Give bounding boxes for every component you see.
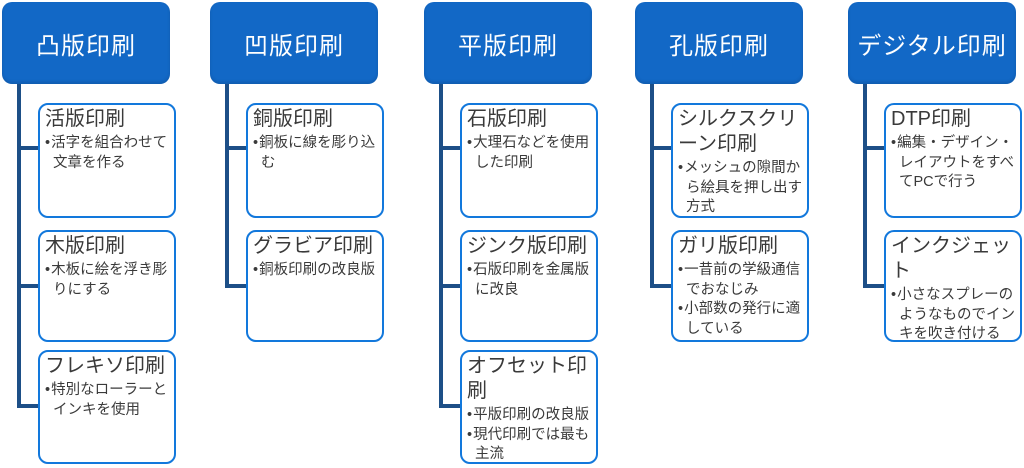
category-column: 凸版印刷活版印刷活字を組合わせて文章を作る木版印刷木板に絵を浮き彫りにするフレキ… [2,0,178,468]
connector-trunk-line [439,84,443,408]
bullet-item: 石版印刷を金属版に改良 [467,261,592,300]
method-bullet-list: 編集・デザイン・レイアウトをすべてPCで行う [891,134,1016,193]
method-title: 活版印刷 [45,108,125,130]
method-box: 活版印刷活字を組合わせて文章を作る [38,103,176,218]
method-title: ジンク版印刷 [467,235,587,257]
category-header: 孔版印刷 [635,2,803,84]
category-header: 凹版印刷 [210,2,378,84]
method-box: ジンク版印刷石版印刷を金属版に改良 [460,230,598,342]
method-title: フレキソ印刷 [45,355,165,377]
method-bullet-list: メッシュの隙間から絵具を押し出す方式 [678,159,803,216]
method-bullet-list: 活字を組合わせて文章を作る [45,134,170,173]
method-title: ガリ版印刷 [678,235,778,257]
method-box: DTP印刷編集・デザイン・レイアウトをすべてPCで行う [884,103,1022,218]
method-box: フレキソ印刷特別なローラーとインキを使用 [38,350,176,464]
bullet-item: 小部数の発行に適している [678,300,803,339]
connector-trunk-line [225,84,229,288]
connector-elbow-line [863,146,886,150]
connector-trunk-line [863,84,867,288]
method-box: グラビア印刷銅板印刷の改良版 [246,230,384,342]
connector-elbow-line [439,146,462,150]
bullet-item: 銅板に線を彫り込む [253,134,378,173]
category-header: 凸版印刷 [2,2,170,84]
method-bullet-list: 銅板印刷の改良版 [253,261,378,281]
bullet-item: メッシュの隙間から絵具を押し出す方式 [678,159,803,216]
method-box: インクジェット小さなスプレーのようなものでインキを吹き付ける [884,230,1022,342]
method-bullet-list: 特別なローラーとインキを使用 [45,381,170,420]
category-column: 平版印刷石版印刷大理石などを使用した印刷ジンク版印刷石版印刷を金属版に改良オフセ… [424,0,600,468]
method-title: グラビア印刷 [253,235,373,257]
bullet-item: 小さなスプレーのようなものでインキを吹き付ける [891,286,1016,340]
method-bullet-list: 小さなスプレーのようなものでインキを吹き付ける [891,286,1016,340]
method-title: 木版印刷 [45,235,125,257]
category-header: デジタル印刷 [848,2,1016,84]
connector-elbow-line [225,284,248,288]
method-bullet-list: 大理石などを使用した印刷 [467,134,592,173]
connector-elbow-line [17,284,40,288]
connector-elbow-line [17,404,40,408]
connector-elbow-line [439,284,462,288]
method-bullet-list: 石版印刷を金属版に改良 [467,261,592,300]
bullet-item: 活字を組合わせて文章を作る [45,134,170,173]
connector-elbow-line [863,284,886,288]
connector-elbow-line [650,284,673,288]
connector-trunk-line [650,84,654,288]
method-bullet-list: 木板に絵を浮き彫りにする [45,261,170,300]
bullet-item: 大理石などを使用した印刷 [467,134,592,173]
method-title: オフセット印刷 [467,355,587,402]
bullet-item: 平版印刷の改良版 [467,406,592,426]
method-title: 石版印刷 [467,108,547,130]
bullet-item: 現代印刷では最も主流 [467,426,592,463]
method-title: シルクスクリーン印刷 [678,108,798,155]
method-bullet-list: 銅板に線を彫り込む [253,134,378,173]
connector-elbow-line [17,146,40,150]
connector-trunk-line [17,84,21,408]
bullet-item: 木板に絵を浮き彫りにする [45,261,170,300]
connector-elbow-line [439,404,462,408]
category-column: 孔版印刷シルクスクリーン印刷メッシュの隙間から絵具を押し出す方式ガリ版印刷一昔前… [635,0,811,468]
method-bullet-list: 平版印刷の改良版現代印刷では最も主流 [467,406,592,463]
bullet-item: 編集・デザイン・レイアウトをすべてPCで行う [891,134,1016,193]
method-bullet-list: 一昔前の学級通信でおなじみ小部数の発行に適している [678,261,803,339]
connector-elbow-line [225,146,248,150]
method-title: 銅版印刷 [253,108,333,130]
method-box: オフセット印刷平版印刷の改良版現代印刷では最も主流 [460,350,598,464]
category-column: デジタル印刷 DTP印刷編集・デザイン・レイアウトをすべてPCで行うインクジェット… [848,0,1024,468]
category-header: 平版印刷 [424,2,592,84]
bullet-item: 一昔前の学級通信でおなじみ [678,261,803,300]
bullet-item: 特別なローラーとインキを使用 [45,381,170,420]
category-column: 凹版印刷銅版印刷銅板に線を彫り込むグラビア印刷銅板印刷の改良版 [210,0,386,468]
method-box: シルクスクリーン印刷メッシュの隙間から絵具を押し出す方式 [671,103,809,218]
method-title: DTP印刷 [891,108,971,130]
method-title: インクジェット [891,235,1011,282]
method-box: 石版印刷大理石などを使用した印刷 [460,103,598,218]
method-box: 木版印刷木板に絵を浮き彫りにする [38,230,176,342]
bullet-item: 銅板印刷の改良版 [253,261,378,281]
connector-elbow-line [650,146,673,150]
method-box: 銅版印刷銅板に線を彫り込む [246,103,384,218]
method-box: ガリ版印刷一昔前の学級通信でおなじみ小部数の発行に適している [671,230,809,342]
